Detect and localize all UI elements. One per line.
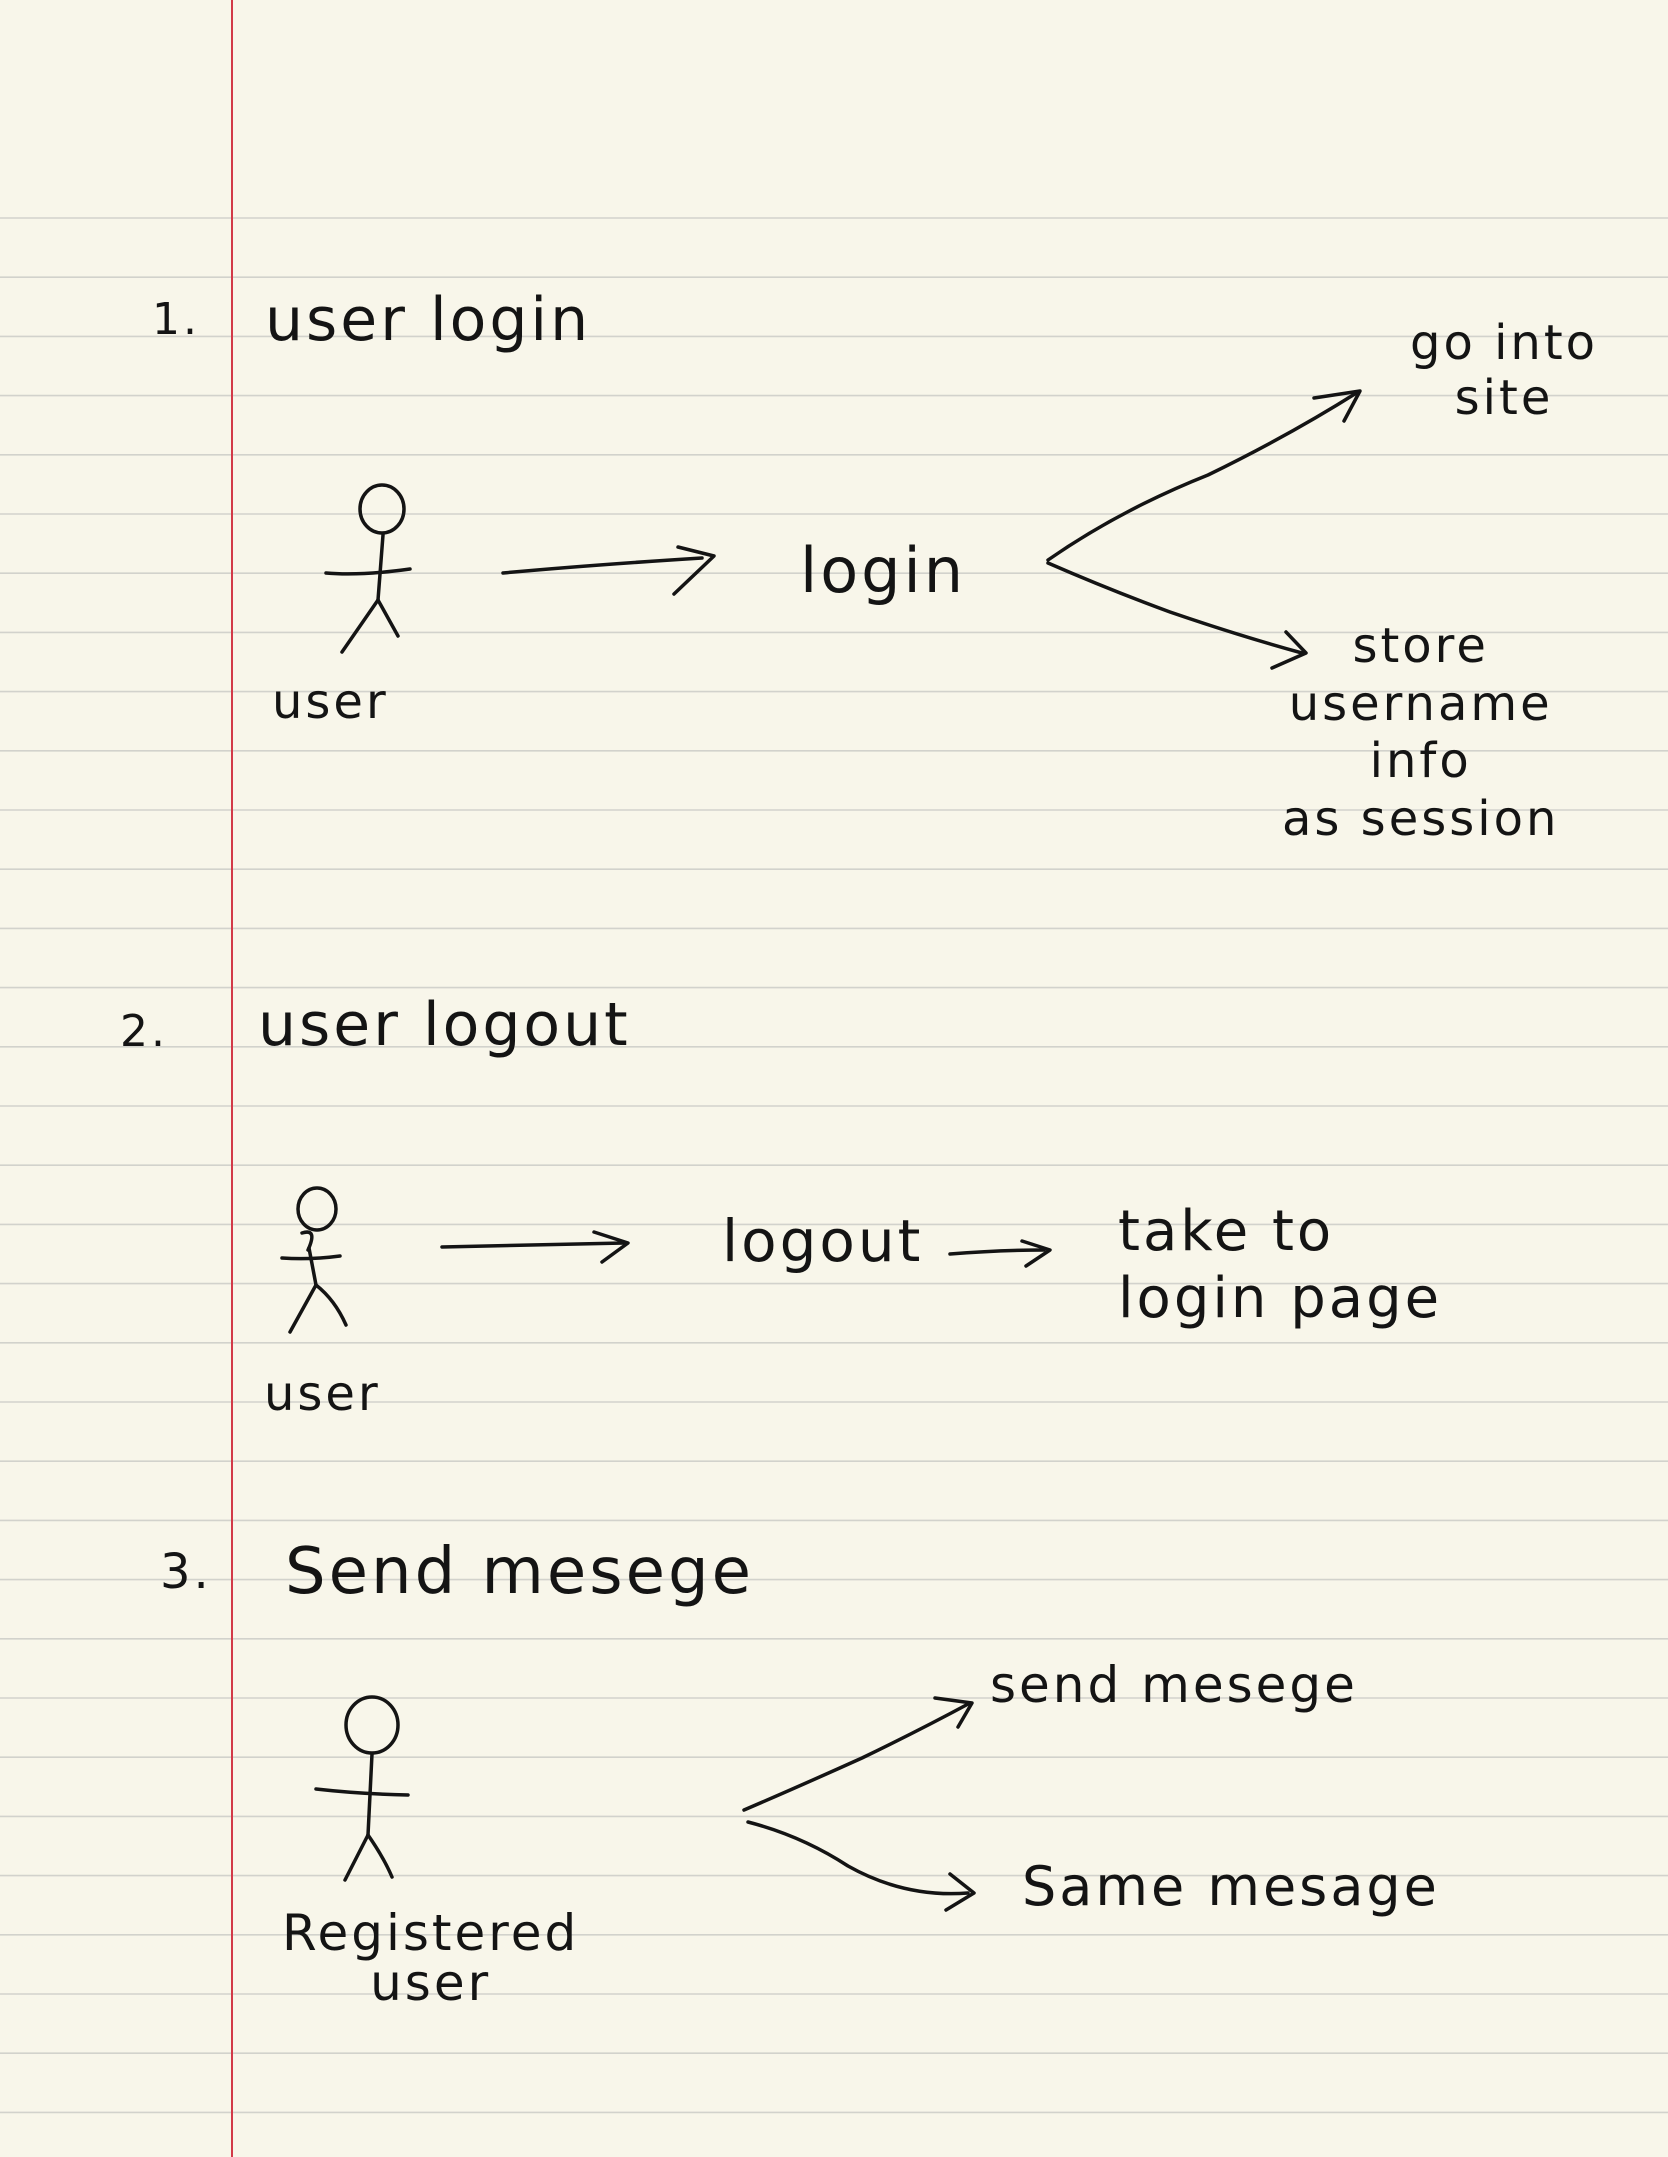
arrow-to-send-message [742, 1701, 972, 1812]
section-1-outcome-store-session: store username info as session [1282, 618, 1560, 847]
section-1-actor-label: user [272, 674, 389, 730]
section-3-title: Send mesege [285, 1535, 754, 1609]
arrow-actor-to-logout [440, 1241, 626, 1249]
stick-figure-icon [314, 1695, 410, 1882]
stick-figure-icon [280, 1186, 348, 1334]
arrowhead [592, 1230, 630, 1264]
arrow-login-to-session [1046, 561, 1304, 655]
arrow-login-to-site [1046, 390, 1360, 562]
section-3-outcome-send: send mesege [990, 1656, 1358, 1714]
section-2-title: user logout [258, 990, 631, 1060]
section-3-number: 3. [160, 1544, 212, 1600]
arrowhead [944, 1872, 976, 1912]
section-3-actor-label: Registered user [282, 1904, 580, 2012]
arrow-to-save-message [746, 1820, 970, 1896]
stick-figure-icon [324, 483, 412, 654]
section-1-number: 1. [152, 294, 200, 345]
arrowhead [1020, 1239, 1052, 1268]
arrowhead [1312, 389, 1362, 423]
arrowhead [933, 1696, 974, 1729]
arrow-logout-to-page [948, 1248, 1046, 1256]
section-1-title: user login [265, 285, 592, 355]
section-1-outcome-go-into-site: go into site [1410, 315, 1599, 427]
section-2-outcome: take to login page [1118, 1199, 1443, 1332]
section-2-action: logout [722, 1207, 924, 1275]
section-2-number: 2. [120, 1006, 168, 1057]
arrowhead [672, 545, 716, 596]
section-3-outcome-save: Same mesage [1022, 1855, 1440, 1918]
section-1-action: login [800, 534, 967, 607]
section-2-actor-label: user [264, 1366, 381, 1422]
arrowhead [1270, 630, 1308, 670]
arrow-actor-to-login [501, 556, 704, 575]
